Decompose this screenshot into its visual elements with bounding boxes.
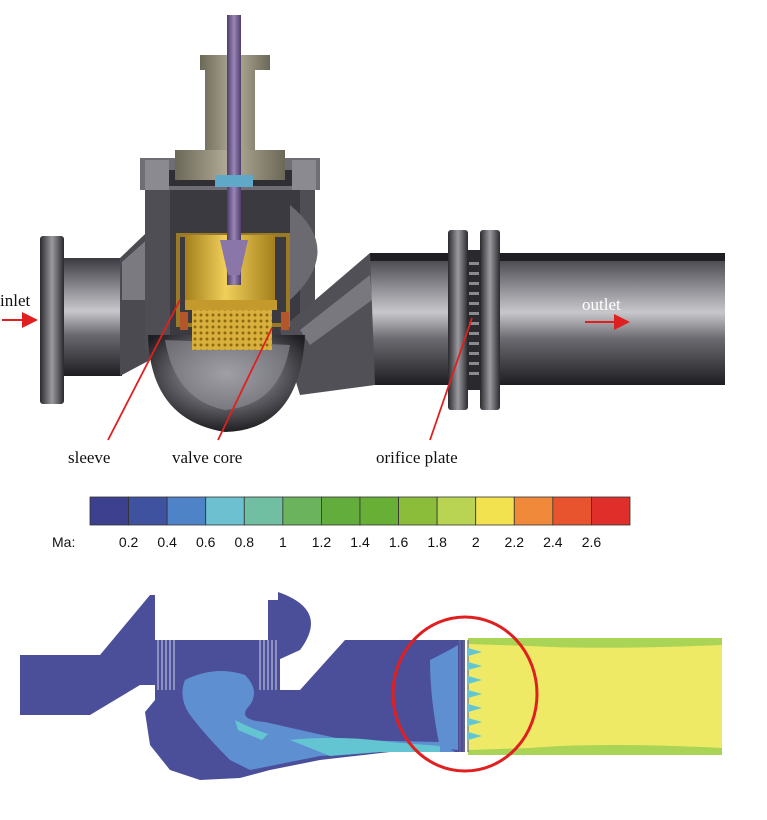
colorbar-tick-label: 1: [279, 534, 287, 550]
orifice-highlight-circle: [391, 615, 539, 773]
colorbar-swatch: [398, 496, 438, 526]
colorbar-swatch: [128, 496, 168, 526]
inlet-flange: [40, 236, 64, 404]
colorbar-tick-label: 2.4: [543, 534, 563, 550]
colorbar-title: Ma:: [52, 534, 75, 550]
outlet-label: outlet: [582, 295, 621, 314]
valve-cross-section: [40, 15, 725, 432]
orifice-plate-drawing: [467, 250, 481, 390]
colorbar-tick-label: 2: [472, 534, 480, 550]
upstream-flow-region: [20, 595, 155, 715]
sleeve-leader: [107, 299, 181, 441]
valve-core-leader: [217, 327, 273, 441]
valve-stem: [227, 15, 241, 285]
colorbar-swatch: [591, 496, 631, 526]
inlet-label: inlet: [0, 291, 30, 310]
colorbar-swatch: [436, 496, 477, 526]
colorbar-swatch: [321, 496, 361, 526]
colorbar-tick-label: 2.2: [505, 534, 525, 550]
mach-contour: [20, 592, 722, 780]
colorbar-swatch: [282, 496, 322, 526]
colorbar-tick-label: 1.6: [389, 534, 409, 550]
colorbar-tick-label: 0.4: [157, 534, 177, 550]
colorbar-swatch: [475, 496, 515, 526]
colorbar-swatch: [552, 496, 592, 526]
colorbar-tick-label: 0.2: [119, 534, 139, 550]
colorbar-swatch: [205, 496, 245, 526]
colorbar-swatch: [243, 496, 284, 526]
inlet-pipe: [62, 258, 122, 376]
colorbar-tick-label: 0.8: [235, 534, 255, 550]
orifice-flange-left: [448, 230, 468, 410]
colorbar-swatch: [89, 496, 129, 526]
colorbar-swatch: [359, 496, 399, 526]
valve-core-label: valve core: [172, 448, 242, 467]
outlet-pipe: [370, 253, 725, 385]
colorbar-swatch: [166, 496, 207, 526]
colorbar-tick-label: 0.6: [196, 534, 216, 550]
colorbar-tick-label: 1.4: [350, 534, 370, 550]
colorbar-tick-label: 1.2: [312, 534, 332, 550]
orifice-plate-label: orifice plate: [376, 448, 458, 467]
sleeve-label: sleeve: [68, 448, 110, 467]
colorbar-tick-label: 1.8: [427, 534, 447, 550]
colorbar-tick-label: 2.6: [582, 534, 602, 550]
outlet-pipe-cutface: [370, 253, 725, 261]
bonnet-cavity-flow: [278, 592, 311, 660]
annotations: inlet outlet sleeve valve core orifice p…: [0, 291, 630, 467]
orifice-flange-right: [480, 230, 500, 410]
colorbar: Ma: 0.2 0.4 0.6 0.8 1 1.2 1.4 1.6 1.8 2 2.2 2.4 2.6: [52, 496, 631, 550]
orifice-plate-leader: [429, 317, 473, 441]
colorbar-swatch: [513, 496, 554, 526]
downstream-flow-region: [468, 638, 722, 755]
